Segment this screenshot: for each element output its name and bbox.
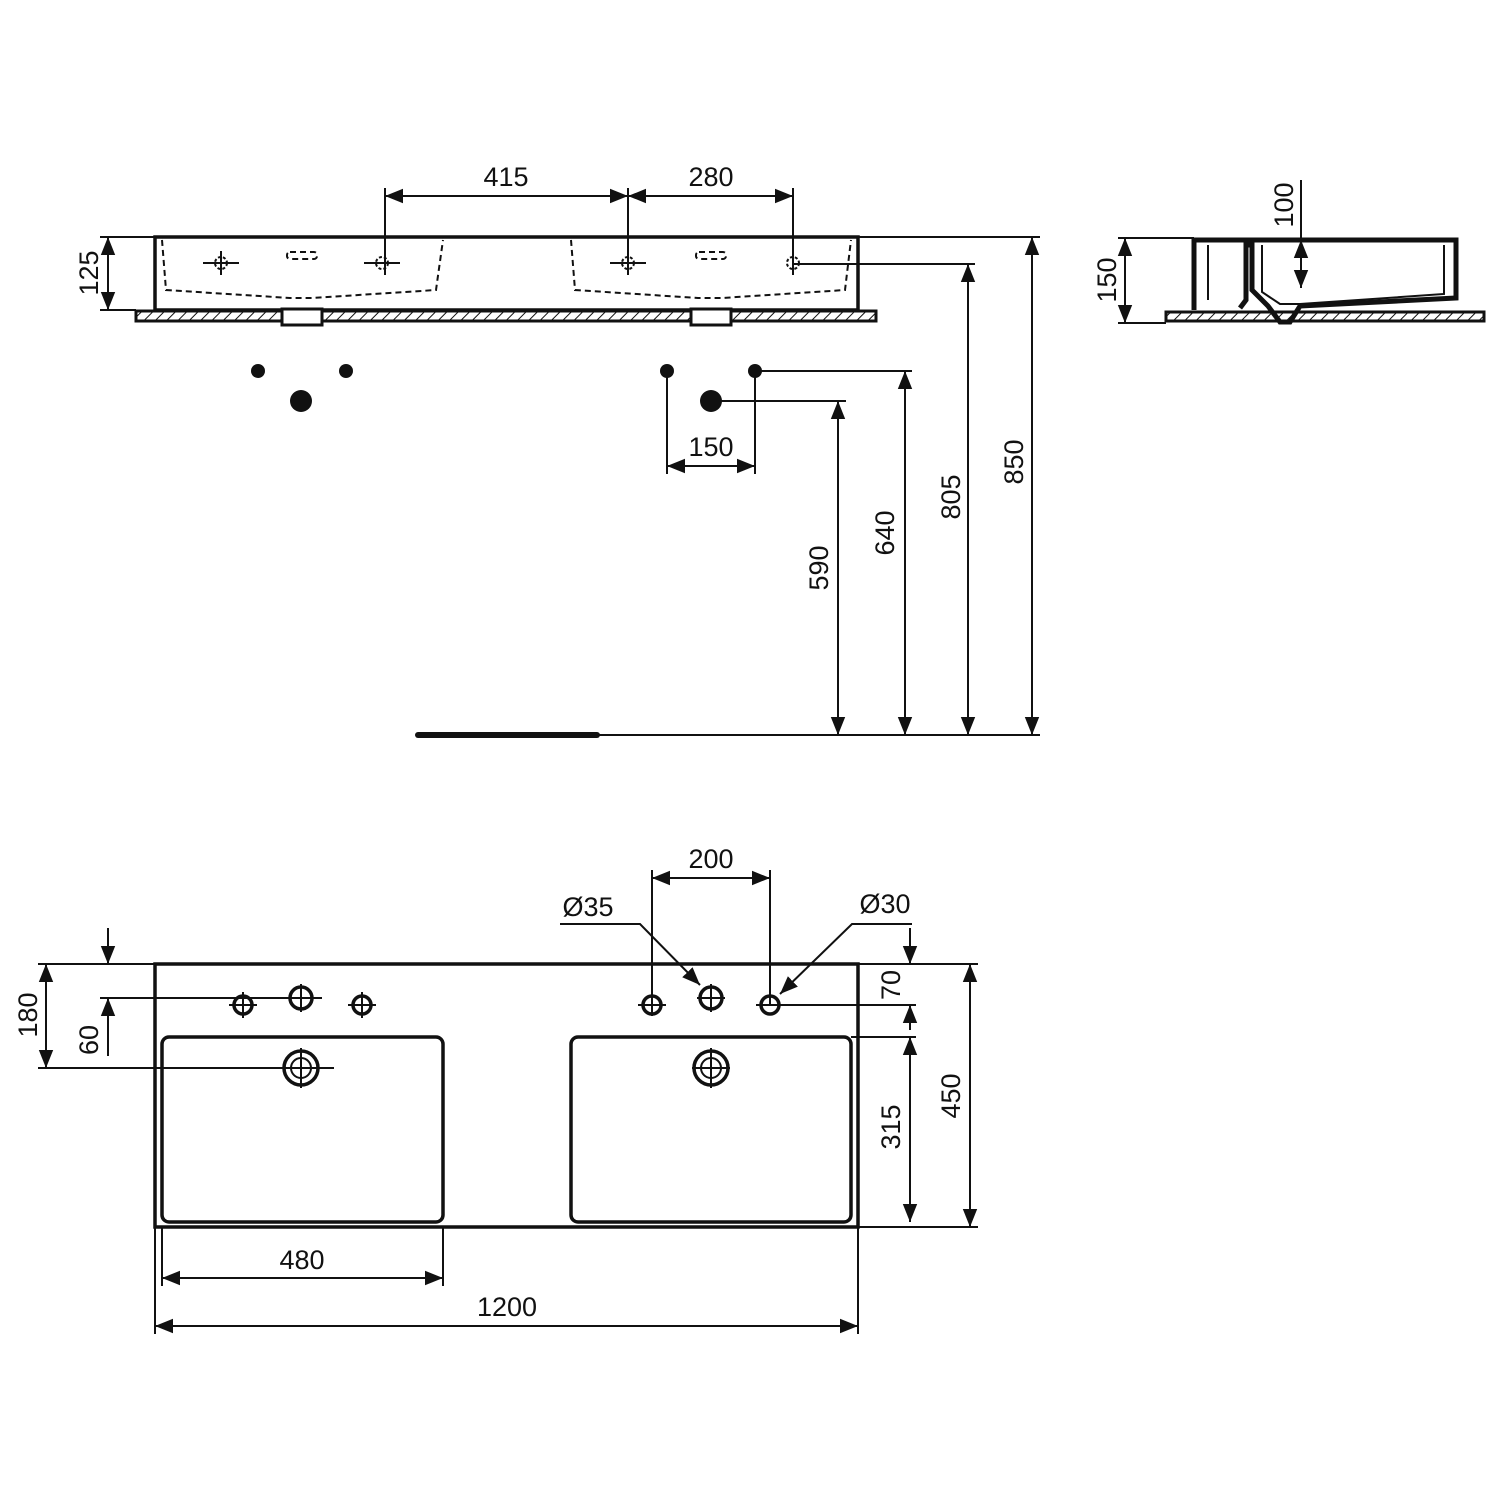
bowl-left bbox=[160, 1035, 445, 1224]
top-view: 200 Ø35 Ø30 70 315 450 180 60 480 1200 bbox=[13, 844, 978, 1334]
dim-590: 590 bbox=[804, 545, 834, 590]
basin-outline bbox=[153, 235, 860, 312]
front-view: 415 280 125 150 590 640 805 850 bbox=[74, 162, 1040, 738]
dim-480: 480 bbox=[279, 1245, 324, 1275]
dim-850: 850 bbox=[999, 439, 1029, 484]
bowl-hidden-left bbox=[161, 239, 444, 299]
dim-125: 125 bbox=[74, 250, 104, 295]
dim-1200: 1200 bbox=[477, 1292, 537, 1322]
dim-200: 200 bbox=[688, 844, 733, 874]
dim-60: 60 bbox=[74, 1025, 104, 1055]
waste-outlet-left bbox=[280, 307, 324, 327]
bowl-right bbox=[569, 1035, 853, 1224]
wall-connection-points bbox=[251, 364, 762, 412]
countertop-outline bbox=[153, 962, 860, 1229]
dim-450: 450 bbox=[936, 1073, 966, 1118]
dia-35-label: Ø35 bbox=[562, 892, 613, 922]
overflow-right bbox=[695, 251, 727, 260]
basin-profile bbox=[1191, 237, 1459, 325]
tap-hole-marks bbox=[203, 251, 800, 275]
dim-280: 280 bbox=[688, 162, 733, 192]
bowl-hidden-right bbox=[570, 239, 852, 299]
dim-180: 180 bbox=[13, 992, 43, 1037]
overflow-left bbox=[286, 251, 318, 260]
dim-805: 805 bbox=[936, 474, 966, 519]
dim-415: 415 bbox=[483, 162, 528, 192]
dia-30-label: Ø30 bbox=[859, 889, 910, 919]
side-dim-150: 150 bbox=[1092, 257, 1122, 302]
dim-640: 640 bbox=[870, 510, 900, 555]
side-dim-100: 100 bbox=[1269, 182, 1299, 227]
side-view: 150 100 bbox=[1092, 180, 1486, 325]
dim-315: 315 bbox=[876, 1104, 906, 1149]
dim-150: 150 bbox=[688, 432, 733, 462]
waste-outlet-right bbox=[689, 307, 733, 327]
countertop-section bbox=[134, 309, 878, 323]
dim-70: 70 bbox=[876, 970, 906, 1000]
tap-holes bbox=[229, 984, 784, 1088]
